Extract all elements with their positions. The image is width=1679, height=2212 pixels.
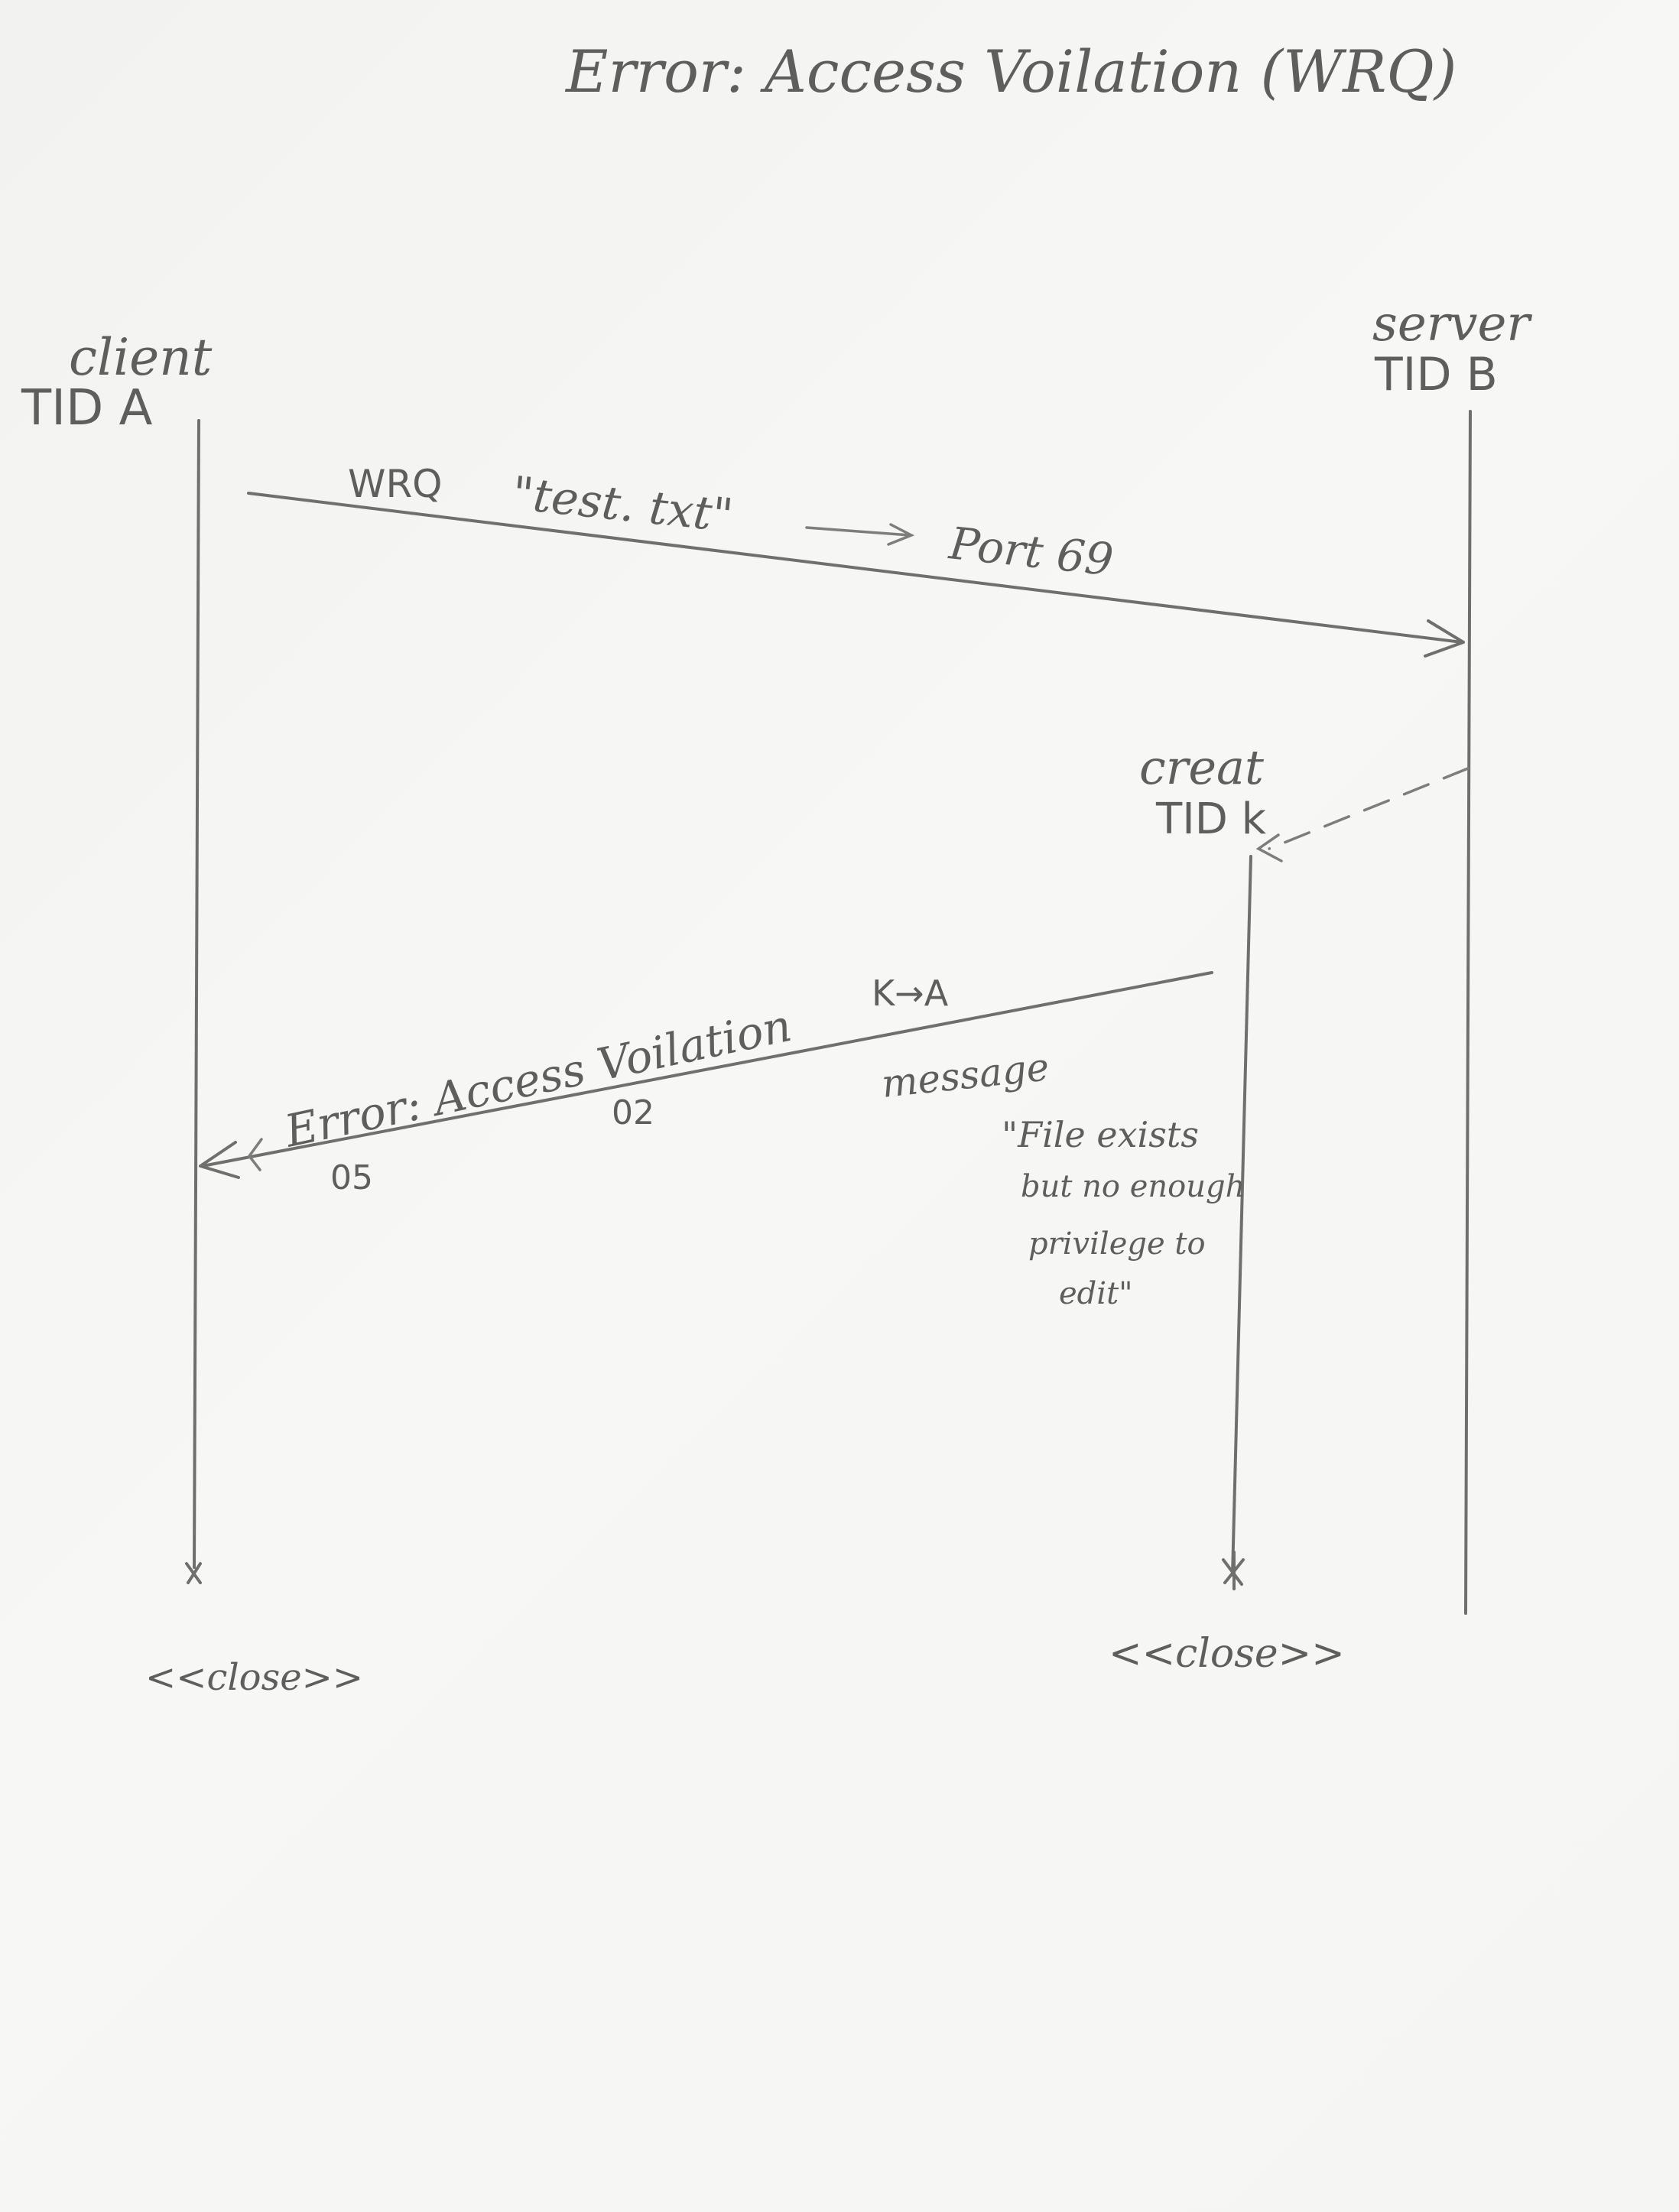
error-message-line-2: but no enough	[1021, 1169, 1245, 1204]
server-name: server	[1372, 296, 1532, 352]
error-message-line-1: "File exists	[1002, 1114, 1199, 1155]
client-close-label: <<close>>	[145, 1656, 363, 1699]
server-lifeline	[1464, 410, 1472, 1615]
client-name: client	[69, 328, 213, 387]
error-arrow-tail-mark	[247, 1138, 263, 1171]
tid-k-lifeline	[1231, 855, 1252, 1577]
error-arrowhead	[199, 1141, 240, 1179]
error-route: K→A	[872, 973, 949, 1014]
diagram-title: Error: Access Voilation (WRQ)	[564, 37, 1457, 106]
port-pointer-arrow	[805, 523, 915, 546]
create-label: creat	[1139, 739, 1264, 795]
wrq-arrow-line	[247, 492, 1463, 644]
tid-k-destroy-mark	[1222, 1551, 1245, 1590]
error-label: Error: Access Voilation	[280, 999, 796, 1158]
wrq-label: WRQ	[348, 462, 443, 506]
client-tid: TID A	[21, 380, 153, 437]
error-code: 02	[612, 1093, 654, 1132]
server-tid: TID B	[1374, 348, 1498, 401]
error-message-line-4: edit"	[1059, 1276, 1133, 1311]
error-opcode: 05	[330, 1158, 373, 1197]
error-message-label: message	[879, 1044, 1051, 1106]
tid-k-label: TID k	[1155, 794, 1267, 844]
wrq-filename: "test. txt"	[509, 466, 736, 543]
wrq-port: Port 69	[947, 517, 1116, 586]
tid-k-close-label: <<close>>	[1109, 1631, 1345, 1677]
create-arrowhead	[1255, 833, 1283, 862]
client-destroy-mark	[185, 1562, 202, 1584]
client-lifeline	[193, 419, 200, 1569]
create-dashed-arrow	[1268, 767, 1470, 850]
error-arrow-line	[201, 971, 1213, 1168]
error-message-line-3: privilege to	[1028, 1226, 1206, 1262]
wrq-arrowhead	[1424, 619, 1465, 658]
